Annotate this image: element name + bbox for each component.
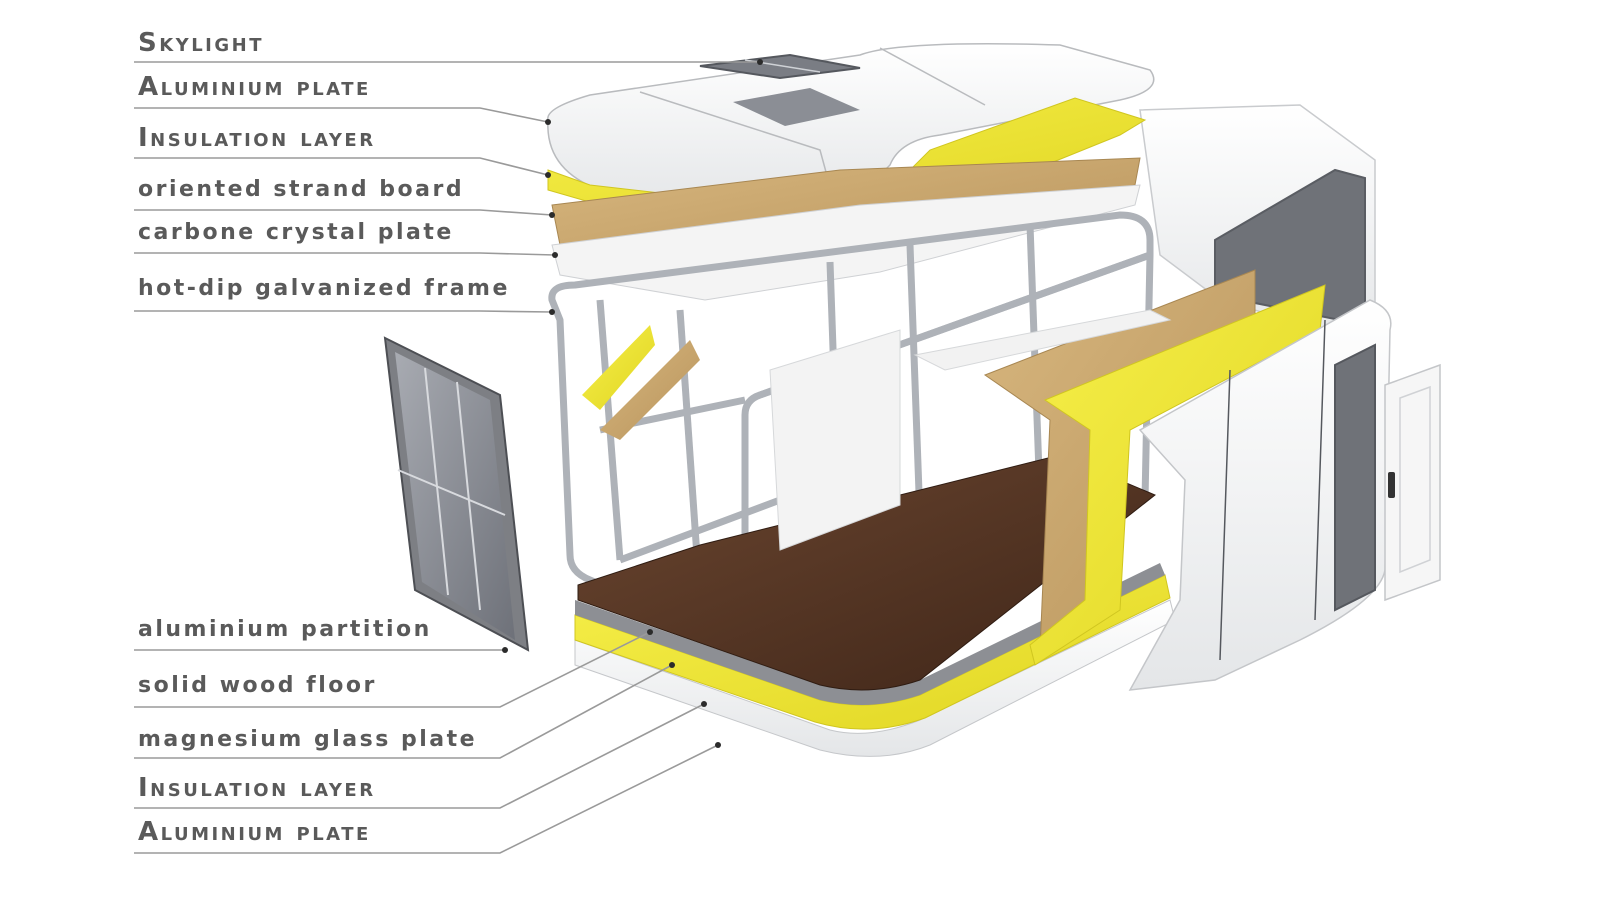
leader-aluminium-plate-top — [134, 107, 549, 123]
side-insulation-panel — [1029, 284, 1326, 666]
label-solid-wood-floor: solid wood floor — [138, 673, 377, 698]
leader-aluminium-bottom — [134, 744, 719, 854]
leader-osb — [134, 209, 553, 216]
label-insulation-layer-top: Insulation layer — [138, 123, 376, 153]
roof-seam — [879, 47, 986, 106]
label-oriented-strand-board: oriented strand board — [138, 177, 465, 202]
label-magnesium-glass-plate: magnesium glass plate — [138, 727, 478, 752]
leader-frame — [134, 310, 553, 313]
leader-insulation-top — [134, 157, 549, 176]
side-crystal-sheet — [913, 309, 1172, 371]
partition-mullion — [397, 367, 506, 611]
roof-opening — [733, 88, 860, 126]
leader-insulation-bottom — [134, 703, 705, 809]
door-window — [1399, 385, 1431, 574]
leader-lines — [134, 61, 760, 854]
skylight-panel — [699, 53, 861, 80]
leader-end-dots — [502, 59, 763, 748]
leader-wood-floor — [134, 631, 651, 708]
label-carbone-crystal-plate: carbone crystal plate — [138, 220, 454, 245]
label-hot-dip-galvanized-frame: hot-dip galvanized frame — [138, 276, 510, 301]
side-seam — [1219, 319, 1326, 661]
partition-glass — [395, 352, 515, 640]
leader-magnesium — [134, 664, 673, 759]
left-insulation-fragment — [582, 325, 655, 410]
label-aluminium-plate-top: Aluminium plate — [138, 72, 371, 102]
label-aluminium-plate-bottom: Aluminium plate — [138, 817, 371, 847]
label-aluminium-partition: aluminium partition — [138, 617, 432, 642]
leader-crystal — [134, 252, 556, 256]
floor-bottom-aluminium-plate — [574, 599, 1176, 757]
side-aluminium-shell — [1128, 299, 1392, 691]
door-handle-icon — [1388, 472, 1395, 498]
label-skylight: Skylight — [138, 28, 264, 58]
label-insulation-layer-bottom: Insulation layer — [138, 773, 376, 803]
side-window — [1334, 343, 1376, 612]
door-panel — [1384, 363, 1441, 602]
interior-wall — [769, 329, 901, 551]
left-osb-fragment — [600, 340, 700, 440]
